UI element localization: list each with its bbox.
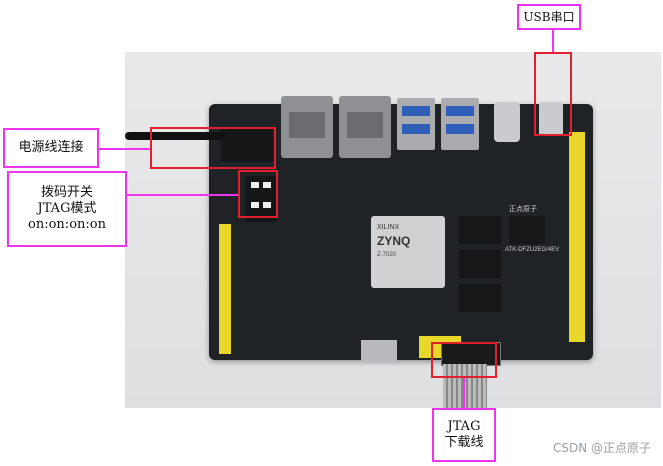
jtag-ribbon-cable: [443, 364, 487, 408]
usb-c-port: [494, 102, 520, 142]
ram-chip-4: [509, 216, 545, 244]
watermark: CSDN @正点原子: [552, 441, 651, 455]
callout-dip-switch: [238, 170, 278, 218]
chip-brand: XILINX: [377, 224, 400, 231]
zynq-chip: XILINX ZYNQ Z-7020: [371, 216, 445, 288]
line-jtag: [463, 378, 465, 408]
label-usb-serial: USB串口: [517, 4, 581, 30]
ram-chip-1: [459, 216, 501, 244]
label-usb-serial-text: USB串口: [523, 9, 575, 24]
line-usb-serial: [552, 30, 554, 52]
ethernet-port-2: [339, 96, 391, 158]
label-dip-line3: on:on:on:on: [28, 217, 106, 233]
ram-chip-2: [459, 250, 501, 278]
left-gpio-header: [219, 224, 231, 354]
dip-switch: [245, 176, 277, 222]
hdmi-port: [361, 340, 397, 362]
power-jack: [221, 128, 273, 162]
label-dip-line1: 拨码开关: [40, 184, 93, 200]
label-dip-line2: JTAG模式: [37, 200, 97, 216]
chip-sub: Z-7020: [377, 252, 397, 258]
label-power: 电源线连接: [3, 128, 99, 168]
usb-a-port-2: [441, 98, 479, 150]
board-brand: 正点原子: [509, 205, 537, 213]
callout-usb-serial: [534, 52, 572, 136]
ethernet-port-1: [281, 96, 333, 158]
ram-chip-3: [459, 284, 501, 312]
line-dip-switch: [126, 194, 238, 196]
power-cable: [125, 132, 225, 140]
label-dip-switch: 拨码开关 JTAG模式 on:on:on:on: [7, 171, 127, 247]
callout-jtag: [431, 342, 497, 378]
line-power: [99, 148, 150, 150]
label-power-text: 电源线连接: [18, 139, 84, 155]
label-jtag: JTAG 下载线: [432, 408, 496, 462]
pcb-board: XILINX ZYNQ Z-7020 正点原子 ATK-DFZU2EG/4EV: [209, 96, 593, 366]
board-photo: XILINX ZYNQ Z-7020 正点原子 ATK-DFZU2EG/4EV: [125, 52, 661, 408]
usb-serial-port: [539, 102, 563, 136]
label-jtag-line2: 下载线: [444, 435, 484, 450]
right-gpio-header: [569, 132, 585, 342]
chip-name: ZYNQ: [377, 234, 411, 248]
label-jtag-line1: JTAG: [447, 418, 481, 434]
usb-a-port-1: [397, 98, 435, 150]
board-model: ATK-DFZU2EG/4EV: [505, 247, 560, 253]
callout-power: [150, 127, 276, 169]
